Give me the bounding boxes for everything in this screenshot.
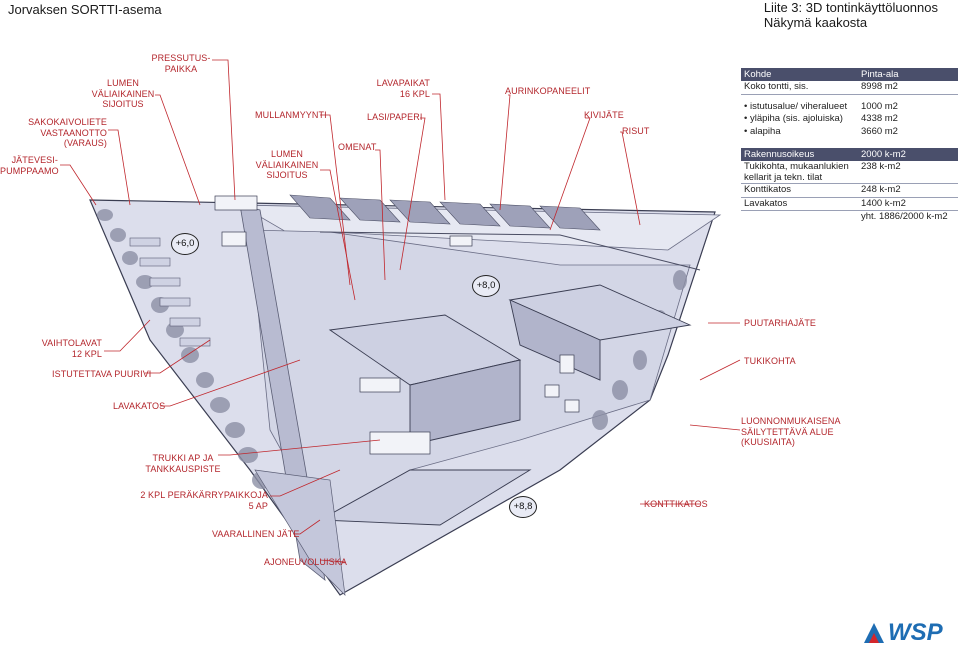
table-row: yht. 1886/2000 k-m2 — [741, 211, 958, 224]
label-lumen-sijoitus-2: LUMEN VÄLIAIKAINEN SIJOITUS — [255, 149, 319, 180]
rakennusoikeus-header: Rakennusoikeus 2000 k-m2 — [741, 148, 958, 161]
label-vaihtolavat: VAIHTOLAVAT 12 KPL — [41, 338, 102, 359]
elevation-badge-center: +8,0 — [472, 275, 500, 297]
row-value: 4338 m2 — [861, 113, 898, 124]
row-label: Koko tontti, sis. — [744, 81, 809, 92]
row-value: 1000 m2 — [861, 100, 898, 112]
total-value: yht. 1886/2000 k-m2 — [861, 211, 948, 222]
row-label: Tukikohta, mukaanlukien kellarit ja tekn… — [744, 161, 849, 183]
label-istutettava-puurivi: ISTUTETTAVA PUURIVI — [52, 369, 152, 379]
row-label: • yläpiha (sis. ajoluiska) — [744, 113, 843, 124]
label-konttikatos: KONTTIKATOS — [644, 499, 708, 509]
lavakatos-wall — [409, 359, 521, 446]
table-row: • istutusalue/ viheralueet 1000 m2 — [741, 101, 958, 114]
label-puutarhajate: PUUTARHAJÄTE — [744, 318, 817, 328]
label-tukikohta: TUKIKOHTA — [744, 356, 796, 366]
row-label: • istutusalue/ viheralueet — [744, 100, 848, 112]
row-value: 1400 k-m2 — [861, 197, 906, 209]
label-trukki-tankkauspiste: TRUKKI AP JA TANKKAUSPISTE — [145, 453, 221, 474]
appendix-title: Liite 3: 3D tontinkäyttöluonnos Näkymä k… — [764, 0, 938, 30]
table-row: Konttikatos 248 k-m2 — [741, 184, 958, 198]
label-risut: RISUT — [622, 126, 650, 136]
table-row: • yläpiha (sis. ajoluiska) 4338 m2 — [741, 113, 958, 126]
elevation-badge-lower: +8,8 — [509, 496, 537, 518]
label-ajoneuvoluiska: AJONEUVOLUISKA — [264, 557, 347, 567]
table-row: Koko tontti, sis. 8998 m2 — [741, 81, 958, 95]
area-table: Kohde Pinta-ala Koko tontti, sis. 8998 m… — [741, 68, 958, 224]
row-label: Konttikatos — [744, 184, 791, 195]
row-value: 8998 m2 — [861, 81, 898, 92]
label-mullanmyynti: MULLANMYYNTI — [255, 110, 327, 120]
elevation-badge-upper-left: +6,0 — [171, 233, 199, 255]
label-lavakatos: LAVAKATOS — [113, 401, 166, 411]
row-value: 3660 m2 — [861, 125, 898, 137]
header-kohde: Kohde — [744, 69, 772, 80]
solar-panels — [289, 194, 601, 231]
konttikatos-roof — [318, 469, 532, 526]
vehicles — [214, 195, 580, 455]
wsp-logo-text: WSP — [888, 619, 943, 646]
vehicle-ramp — [254, 469, 346, 596]
table-header: Kohde Pinta-ala — [741, 68, 958, 81]
label-kivijate: KIVIJÄTE — [584, 110, 624, 120]
label-aurinkopaneelit: AURINKOPANEELIT — [505, 86, 591, 96]
fence — [319, 231, 701, 271]
label-lasi-paperi: LASI/PAPERI — [367, 112, 423, 122]
wsp-logo-mark — [864, 623, 884, 643]
label-vaarallinen-jate: VAARALLINEN JÄTE — [212, 529, 300, 539]
container-bays — [129, 237, 211, 347]
row-label: Lavakatos — [744, 197, 788, 209]
header-pinta-ala: Pinta-ala — [861, 69, 899, 80]
label-lumen-sijoitus-1: LUMEN VÄLIAIKAINEN SIJOITUS — [91, 78, 155, 109]
row-value: 238 k-m2 — [861, 161, 901, 172]
label-sakokaivoliete: SAKOKAIVOLIETE VASTAANOTTO (VARAUS) — [28, 117, 107, 148]
document-title: Jorvaksen SORTTI-asema — [8, 2, 162, 17]
view-line: Näkymä kaakosta — [763, 15, 868, 30]
label-luonnonmukainen-alue: LUONNONMUKAISENA SÄILYTETTÄVÄ ALUE (KUUS… — [741, 416, 841, 447]
label-perakarrypaikat: 2 KPL PERÄKÄRRYPAIKKOJA 5 AP — [140, 490, 268, 511]
tukikohta-wall — [509, 299, 601, 381]
table-row: • alapiha 3660 m2 — [741, 126, 958, 139]
wsp-logo: WSP — [862, 619, 944, 647]
appendix-line: Liite 3: 3D tontinkäyttöluonnos — [763, 0, 938, 15]
rak-value: 2000 k-m2 — [861, 149, 906, 160]
row-value: 248 k-m2 — [861, 184, 901, 195]
table-row: Lavakatos 1400 k-m2 — [741, 197, 958, 211]
rak-label: Rakennusoikeus — [744, 149, 815, 160]
label-pressutuspaikka: PRESSUTUS- PAIKKA — [151, 53, 211, 74]
label-lavapaikat: LAVAPAIKAT 16 KPL — [376, 78, 430, 99]
table-row: Tukikohta, mukaanlukien kellarit ja tekn… — [741, 161, 958, 184]
label-jatevesipumppaamo: JÄTEVESI- PUMPPAAMO — [0, 155, 59, 176]
label-omenat: OMENAT — [338, 142, 377, 152]
row-label: • alapiha — [744, 125, 781, 137]
